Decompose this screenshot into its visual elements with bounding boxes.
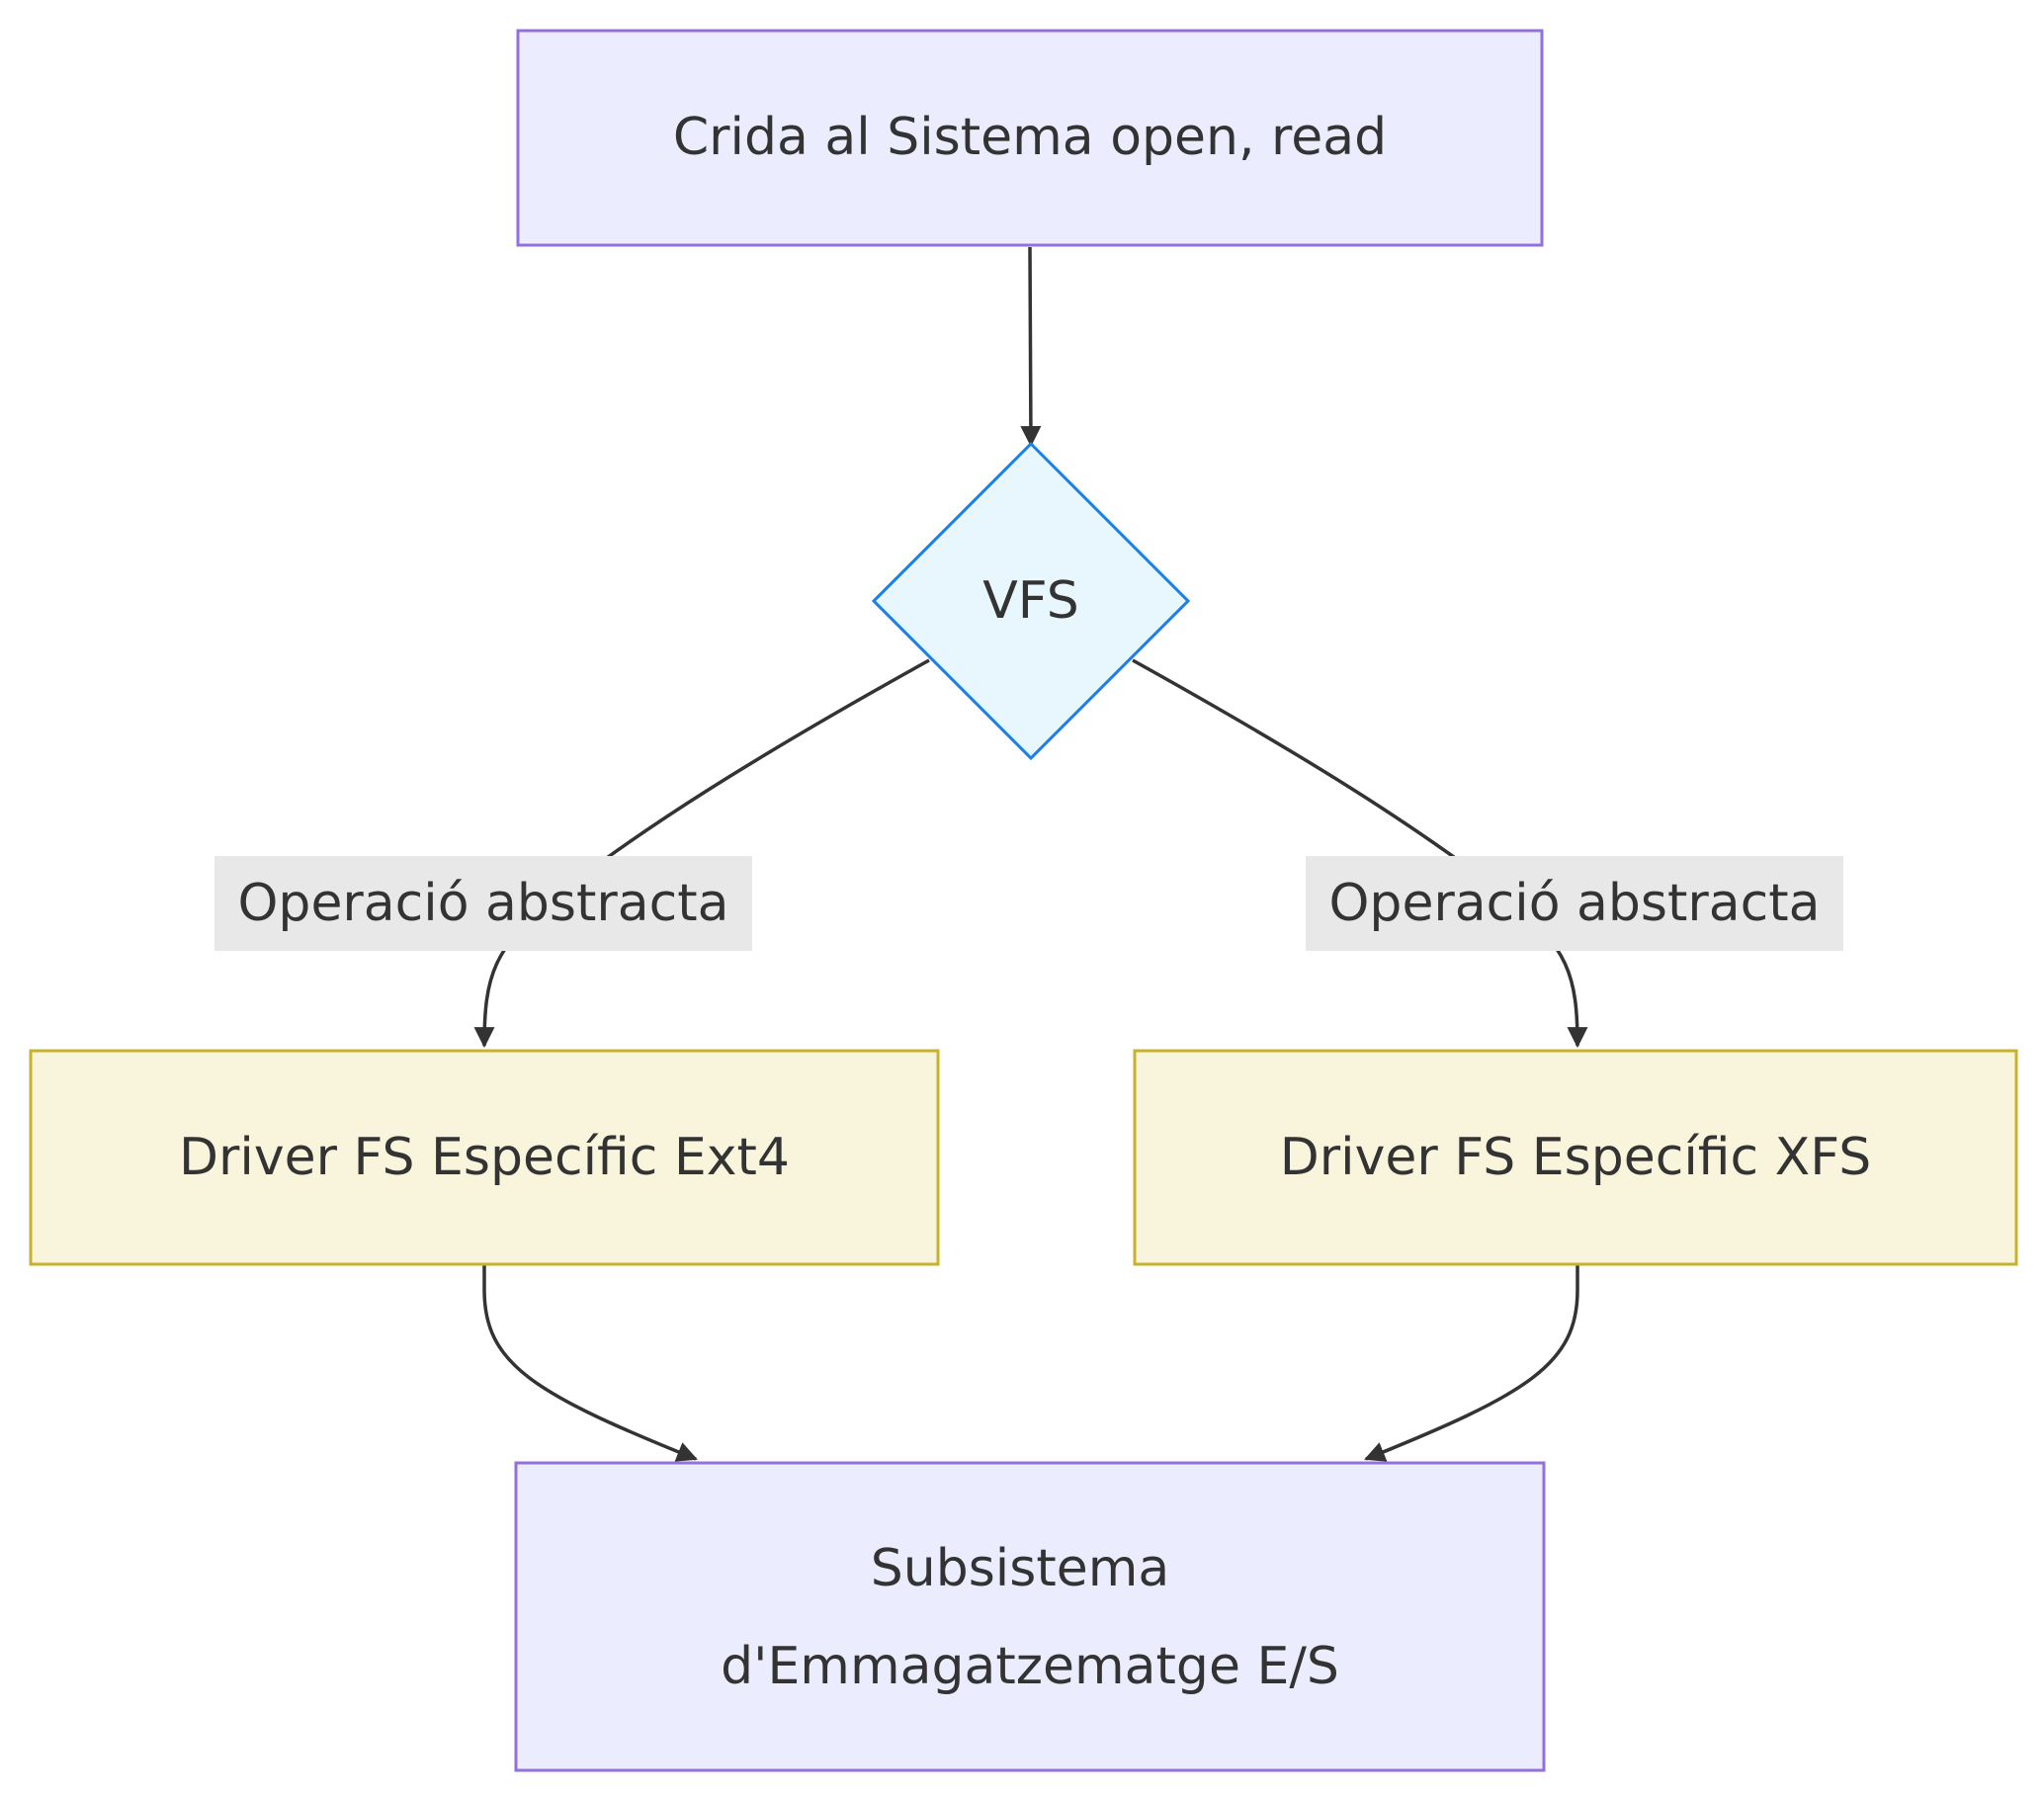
node-syscall-box bbox=[516, 29, 1544, 247]
edge-label-text: Operació abstracta bbox=[238, 874, 729, 933]
edge-label-background bbox=[1306, 856, 1843, 951]
edge-syscall-to-vfs bbox=[1020, 246, 1042, 448]
node-xfs: Driver FS Específic XFS bbox=[1133, 1049, 2018, 1266]
node-syscall-label: Crida al Sistema open, read bbox=[673, 108, 1387, 167]
node-ext4-box bbox=[29, 1049, 940, 1266]
edge-label-ext4: Operació abstracta bbox=[214, 856, 752, 951]
node-storage-label-line2: d'Emmagatzematge E/S bbox=[721, 1637, 1339, 1696]
edge-label-text: Operació abstracta bbox=[1329, 874, 1821, 933]
edge-vfs-to-ext4 bbox=[473, 658, 930, 1049]
node-vfs-label: VFS bbox=[982, 571, 1079, 631]
node-ext4-label: Driver FS Específic Ext4 bbox=[179, 1128, 790, 1187]
node-storage-label-line1: Subsistema bbox=[871, 1539, 1170, 1598]
node-ext4: Driver FS Específic Ext4 bbox=[29, 1049, 940, 1266]
node-xfs-box bbox=[1133, 1049, 2018, 1266]
edges bbox=[473, 246, 1588, 1462]
node-syscall: Crida al Sistema open, read bbox=[516, 29, 1544, 247]
node-vfs: VFS bbox=[871, 441, 1191, 761]
node-storage-box bbox=[514, 1461, 1546, 1772]
node-storage: Subsistema d'Emmagatzematge E/S bbox=[514, 1461, 1546, 1772]
edge-vfs-to-xfs bbox=[1132, 658, 1588, 1049]
edge-label-xfs: Operació abstracta bbox=[1306, 856, 1843, 951]
node-xfs-label: Driver FS Específic XFS bbox=[1280, 1128, 1872, 1187]
edge-xfs-to-storage bbox=[1364, 1265, 1579, 1462]
edge-ext4-to-storage bbox=[482, 1265, 698, 1462]
edge-label-background bbox=[214, 856, 752, 951]
node-vfs-diamond bbox=[871, 441, 1191, 761]
